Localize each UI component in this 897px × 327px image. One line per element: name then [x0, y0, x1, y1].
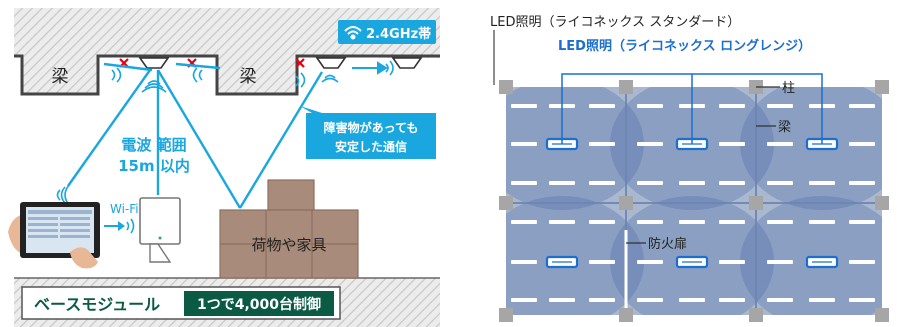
wifi-icon	[344, 26, 362, 40]
standard-light	[637, 220, 663, 224]
standard-light	[589, 220, 615, 224]
standard-light	[511, 220, 537, 224]
obstacle-callout: 障害物があっても 安定した通信	[300, 106, 436, 159]
standard-light	[637, 142, 663, 146]
tablet-device	[8, 202, 100, 269]
cargo-boxes	[219, 179, 359, 279]
floor-plan	[506, 87, 882, 315]
svg-text:2.4GHz帯: 2.4GHz帯	[366, 26, 431, 42]
standard-light	[809, 220, 835, 224]
standard-light	[637, 181, 663, 185]
standard-light	[719, 181, 745, 185]
x-mark-icon	[295, 58, 305, 68]
standard-light	[589, 298, 615, 302]
longrange-leader-lines	[561, 73, 823, 144]
standard-light	[719, 104, 745, 108]
pillar	[619, 308, 633, 322]
standard-light-label: LED照明（ライコネックス スタンダード）	[490, 15, 740, 30]
pillar	[619, 80, 633, 94]
svg-text:安定した通信: 安定した通信	[335, 139, 407, 154]
pillar	[875, 196, 889, 210]
ceiling-light	[138, 57, 170, 69]
standard-light	[549, 220, 575, 224]
standard-light	[809, 298, 835, 302]
standard-light	[767, 142, 793, 146]
right-panel: LED照明（ライコネックス スタンダード） LED照明（ライコネックス ロングレ…	[490, 15, 889, 322]
standard-light	[679, 220, 705, 224]
standard-light	[767, 104, 793, 108]
pillars	[499, 80, 889, 322]
standard-light	[719, 142, 745, 146]
pillar	[499, 196, 513, 210]
ceiling-light	[391, 57, 423, 69]
standard-light	[719, 220, 745, 224]
standard-light	[809, 181, 835, 185]
pillar-label: 柱	[782, 81, 795, 96]
standard-light	[637, 260, 663, 264]
frequency-badge: 2.4GHz帯	[338, 20, 436, 44]
coverage-ellipse	[610, 196, 774, 315]
standard-light	[511, 181, 537, 185]
standard-light	[767, 298, 793, 302]
standard-light	[849, 260, 875, 264]
standard-light	[511, 104, 537, 108]
arrow-icons	[352, 61, 388, 75]
wifi-label: Wi-Fi	[110, 202, 139, 216]
coverage-ellipse	[740, 196, 882, 315]
signal-lines	[67, 62, 324, 209]
ceiling-slab	[14, 8, 440, 94]
standard-light	[511, 260, 537, 264]
pillar	[749, 308, 763, 322]
standard-light	[679, 298, 705, 302]
standard-light	[589, 181, 615, 185]
standard-light	[549, 181, 575, 185]
pillar	[619, 196, 633, 210]
standard-light	[767, 260, 793, 264]
standard-light	[849, 220, 875, 224]
svg-text:ベースモジュール: ベースモジュール	[34, 295, 160, 314]
beam-label: 梁	[778, 120, 791, 135]
standard-light	[589, 104, 615, 108]
standard-light	[849, 104, 875, 108]
coverage-ellipse	[506, 196, 644, 315]
ceiling-light	[315, 57, 347, 69]
standard-light	[849, 298, 875, 302]
standard-light	[589, 260, 615, 264]
standard-light	[767, 220, 793, 224]
pillar	[499, 80, 513, 94]
radio-range-label-2: 15m 以内	[118, 157, 190, 175]
standard-light	[849, 181, 875, 185]
pillar	[875, 80, 889, 94]
module-label-box: ベースモジュール 1つで4,000台制御	[21, 286, 341, 320]
beam-label-right: 梁	[240, 67, 257, 87]
standard-light	[719, 298, 745, 302]
ceiling-lights	[138, 57, 423, 69]
svg-text:1つで4,000台制御: 1つで4,000台制御	[197, 296, 321, 313]
standard-light	[637, 298, 663, 302]
standard-light	[511, 298, 537, 302]
standard-light	[511, 142, 537, 146]
standard-light	[849, 142, 875, 146]
longrange-light-label: LED照明（ライコネックス ロングレンジ）	[558, 38, 811, 54]
standard-light	[549, 298, 575, 302]
fire-door-label: 防火扉	[648, 236, 687, 252]
beam-label-left: 梁	[52, 67, 69, 87]
pillar	[749, 196, 763, 210]
standard-light	[637, 104, 663, 108]
pillar	[499, 308, 513, 322]
cargo-label: 荷物や家具	[251, 236, 326, 254]
base-module	[139, 197, 181, 263]
pillar	[875, 308, 889, 322]
wifi-arrow-icon	[104, 218, 135, 234]
radio-range-label-1: 電波 範囲	[121, 136, 186, 154]
svg-text:障害物があっても: 障害物があっても	[324, 120, 419, 135]
left-panel: 梁 梁 2.4GHz帯	[0, 0, 440, 327]
standard-light	[679, 181, 705, 185]
standard-light	[767, 181, 793, 185]
standard-light	[719, 260, 745, 264]
standard-light	[589, 142, 615, 146]
